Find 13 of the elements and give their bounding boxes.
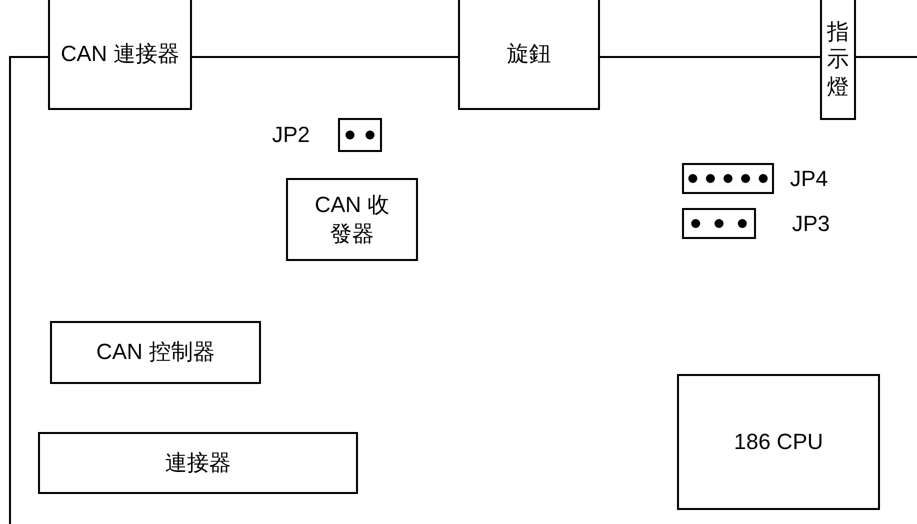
jumper-label: JP3 <box>792 211 830 237</box>
jumper-label: JP4 <box>790 166 828 192</box>
jumper-block <box>682 208 756 239</box>
jumper-label: JP2 <box>272 122 310 148</box>
connector-box: CAN 連接器 <box>48 0 192 110</box>
connector-box: 連接器 <box>38 432 358 494</box>
controller-box: CAN 控制器 <box>50 321 261 384</box>
cpu-box: 186 CPU <box>677 374 880 510</box>
indicator-box: 指示燈 <box>820 0 856 120</box>
knob-box: 旋鈕 <box>458 0 600 110</box>
transceiver-box: CAN 收發器 <box>286 178 418 261</box>
jumper-block <box>682 163 774 194</box>
jumper-block <box>338 118 382 152</box>
